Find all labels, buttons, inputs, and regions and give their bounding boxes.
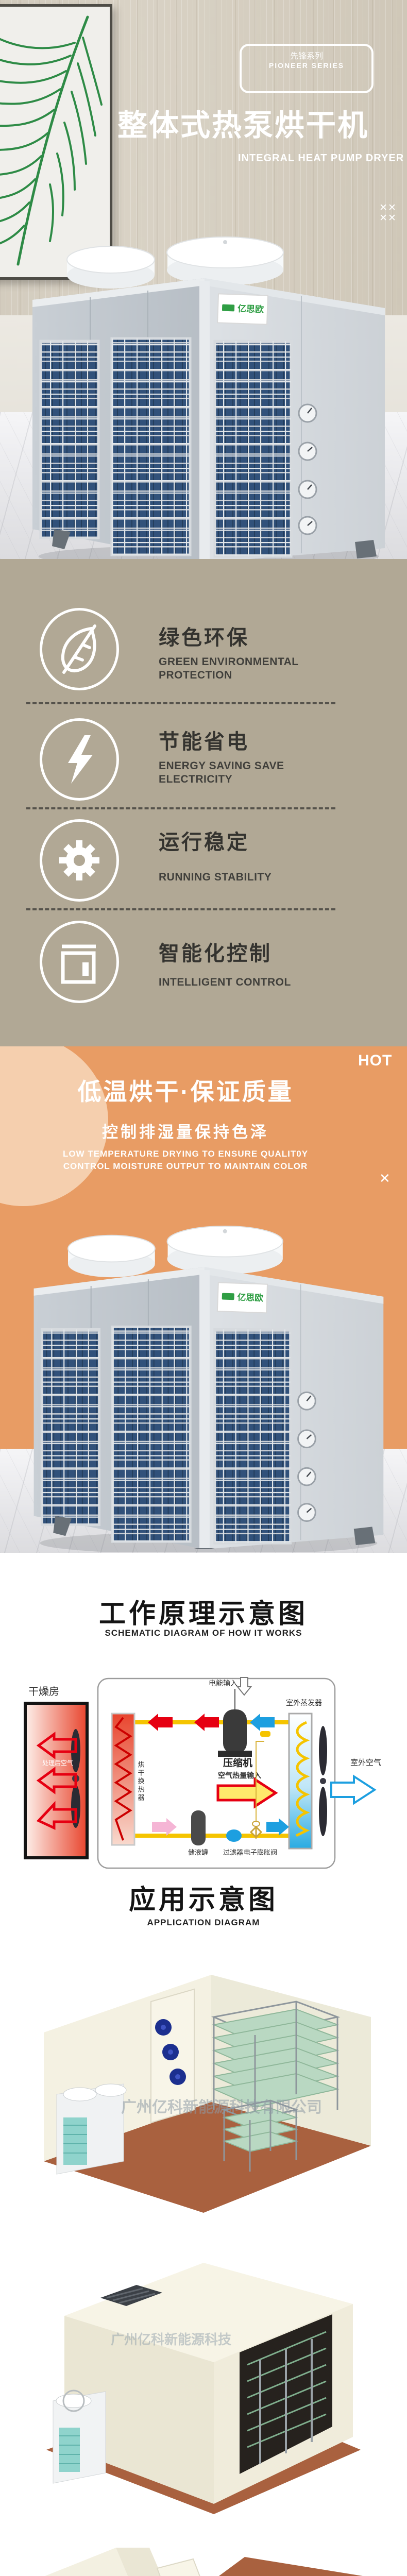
control-panel-icon [61, 944, 96, 984]
red-flow-arrows [148, 1714, 219, 1731]
feature-1-subtitle: GREEN ENVIRONMENTAL PROTECTION [159, 656, 299, 681]
gear-icon [59, 840, 99, 880]
compressor-icon [218, 1689, 252, 1757]
hot-title: 低温烘干·保证质量 [77, 1078, 294, 1105]
dryer-unit [56, 2083, 127, 2175]
series-badge: 先锋系列 PIONEER SERIES [240, 44, 374, 93]
outdoor-fan-icon [319, 1726, 327, 1836]
label-compressor: 压缩机 [223, 1757, 252, 1769]
hot-en-line2: CONTROL MOISTURE OUTPUT TO MAINTAIN COLO… [63, 1161, 308, 1171]
label-air-heat-input: 空气热量输入 [218, 1771, 261, 1780]
divider-3 [26, 908, 335, 910]
drying-racks [211, 2001, 341, 2172]
label-outdoor-evaporator: 室外蒸发器 [286, 1699, 322, 1707]
x-deco-icon: ✕✕✕✕ [379, 202, 397, 224]
air-heat-arrow-icon [216, 1777, 278, 1809]
hot-subtitle: 控制排湿量保持色泽 [102, 1123, 269, 1141]
dryer-unit [53, 2389, 106, 2484]
application-subtitle: APPLICATION DIAGRAM [147, 1918, 260, 1927]
treated-air-arrows [36, 1732, 77, 1830]
label-expansion-valve: 电子膨胀阀 [244, 1849, 277, 1856]
feature-3-subtitle: RUNNING STABILITY [159, 871, 272, 883]
application-render-3: 广州亿科新 [45, 2548, 363, 2576]
outdoor-air-arrow-icon [330, 1774, 377, 1805]
feature-4-title: 智能化控制 [159, 942, 272, 965]
application-title: 应用示意图 [128, 1885, 278, 1915]
filter-icon [226, 1829, 242, 1842]
feature-1-title: 绿色环保 [159, 626, 249, 649]
page-title: 整体式热泵烘干机 [117, 109, 369, 142]
application-render-1: 广州亿科新能源科技有限公司 [44, 1975, 371, 2213]
leaf-icon [61, 624, 96, 674]
feature-2-title: 节能省电 [159, 731, 249, 753]
label-filter: 过滤器 [223, 1849, 243, 1856]
wall-fans [155, 2019, 186, 2085]
principle-subtitle: SCHEMATIC DIAGRAM OF HOW IT WORKS [105, 1628, 302, 1638]
pilot-valve-icon [260, 1731, 270, 1737]
feature-4-circle [40, 921, 119, 1003]
hot-badge: HOT [358, 1052, 393, 1069]
pink-flow-arrow [152, 1818, 177, 1836]
liquid-receiver-icon [191, 1810, 206, 1845]
working-principle-diagram: 干燥房 处理后空气 烘干换热器 电能输入 压缩机 空气热 [24, 1677, 381, 1869]
watermark-text: 广州亿科新能源科技有限公司 [121, 2099, 322, 2116]
feature-4-subtitle: INTELLIGENT CONTROL [159, 976, 291, 988]
label-drying-room: 干燥房 [28, 1686, 59, 1698]
power-input-arrow-icon [236, 1677, 252, 1696]
feature-2-circle [40, 718, 119, 801]
feature-3-circle [40, 819, 119, 902]
series-badge-zh: 先锋系列 [290, 52, 323, 61]
feature-2-subtitle: ENERGY SAVING SAVE ELECTRICITY [159, 760, 284, 785]
divider-1 [26, 702, 335, 704]
heat-pump-machine-photo-2 [8, 1222, 399, 1552]
roof-vent [100, 2285, 162, 2306]
application-render-2: 广州亿科新能源科技 [46, 2263, 361, 2514]
label-liquid-receiver: 储液罐 [188, 1849, 208, 1856]
principle-title: 工作原理示意图 [98, 1599, 308, 1629]
divider-2 [26, 807, 335, 809]
series-badge-en: PIONEER SERIES [268, 61, 345, 70]
feature-3-title: 运行稳定 [159, 831, 249, 854]
x-deco-icon-2: ✕ [379, 1171, 391, 1186]
expansion-valve-icon [249, 1821, 263, 1839]
page-subtitle-en: INTEGRAL HEAT PUMP DRYER [238, 152, 404, 164]
lightning-icon [68, 735, 93, 784]
label-treated-air: 处理后空气 [42, 1759, 73, 1767]
label-outdoor-air: 室外空气 [350, 1758, 381, 1767]
label-heat-exchanger: 烘干换热器 [137, 1761, 145, 1802]
blue-flow-arrow-top [250, 1714, 275, 1731]
palm-leaf-art [0, 15, 103, 266]
wall-art-frame [0, 4, 112, 280]
label-power-input: 电能输入 [209, 1679, 238, 1687]
feature-1-circle [40, 608, 119, 690]
heat-pump-machine-photo-1 [13, 233, 394, 565]
watermark-text-2: 广州亿科新能源科技 [111, 2332, 231, 2347]
blue-flow-arrow-bottom [266, 1818, 289, 1836]
hot-en-line1: LOW TEMPERATURE DRYING TO ENSURE QUALIT0… [62, 1149, 309, 1159]
